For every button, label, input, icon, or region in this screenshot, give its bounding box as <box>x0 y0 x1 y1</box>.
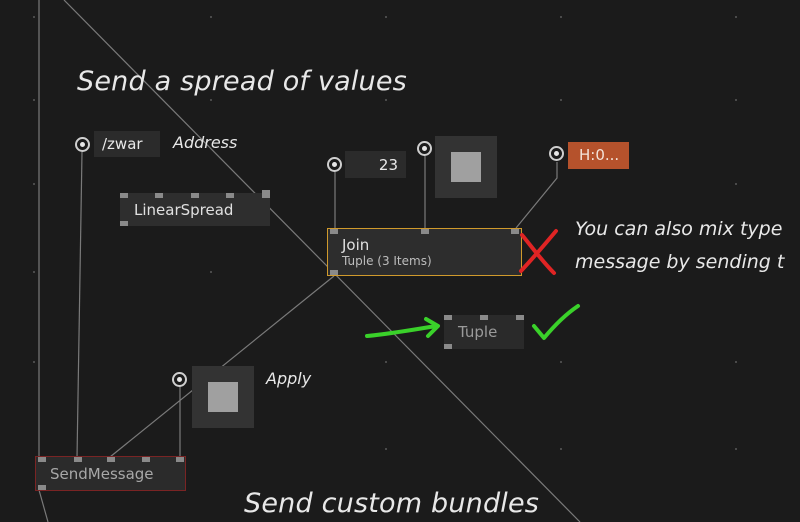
input-pin[interactable] <box>480 315 488 320</box>
grid-dot <box>210 271 212 273</box>
number-value: 23 <box>378 156 398 174</box>
input-pin[interactable] <box>262 190 270 198</box>
number-pin-knob[interactable] <box>327 157 342 172</box>
input-pin[interactable] <box>330 229 338 234</box>
wire-left-out <box>38 489 49 522</box>
green-arrow-icon <box>365 317 440 338</box>
grid-dot <box>385 16 387 18</box>
input-pin[interactable] <box>444 315 452 320</box>
apply-pin-knob[interactable] <box>172 372 187 387</box>
input-pin[interactable] <box>176 457 184 462</box>
toggle-square <box>451 152 481 182</box>
comment-apply: Apply <box>266 369 312 388</box>
input-pin[interactable] <box>511 229 519 234</box>
color-pin-knob[interactable] <box>549 146 564 161</box>
node-title: SendMessage <box>50 465 154 483</box>
grid-dot <box>385 99 387 101</box>
grid-dot <box>735 16 737 18</box>
grid-dot <box>735 448 737 450</box>
apply-toggle-iobox[interactable] <box>192 366 254 428</box>
address-value: /zwar <box>102 135 143 153</box>
comment-title-bundles: Send custom bundles <box>244 488 540 519</box>
grid-dot <box>735 361 737 363</box>
wire-color <box>515 162 558 229</box>
node-linear-spread[interactable]: LinearSpread <box>120 190 270 226</box>
input-pin[interactable] <box>191 193 199 198</box>
node-title: Join <box>342 236 370 254</box>
grid-dot <box>560 16 562 18</box>
color-iobox[interactable]: H:0... <box>568 142 629 169</box>
output-pin[interactable] <box>330 270 338 275</box>
comment-address: Address <box>173 133 238 152</box>
number-iobox[interactable]: 23 <box>345 151 406 178</box>
apply-toggle-square <box>208 382 238 412</box>
input-pin[interactable] <box>155 193 163 198</box>
output-pin[interactable] <box>120 221 128 226</box>
input-pin[interactable] <box>38 457 46 462</box>
node-send-message[interactable]: SendMessage <box>35 456 186 491</box>
wire-address <box>76 151 83 459</box>
comment-title-spread: Send a spread of values <box>77 66 407 97</box>
node-join[interactable]: Join Tuple (3 Items) <box>327 228 522 276</box>
input-pin[interactable] <box>120 193 128 198</box>
grid-dot <box>385 361 387 363</box>
address-pin-knob[interactable] <box>75 137 90 152</box>
color-value: H:0... <box>579 146 620 164</box>
input-pin[interactable] <box>142 457 150 462</box>
grid-dot <box>385 448 387 450</box>
grid-dot <box>210 16 212 18</box>
comment-mix-types-line2: message by sending t <box>575 251 785 273</box>
output-pin[interactable] <box>444 344 452 349</box>
grid-dot <box>33 16 35 18</box>
grid-dot <box>560 99 562 101</box>
red-x-icon <box>519 229 558 275</box>
input-pin[interactable] <box>74 457 82 462</box>
grid-dot <box>33 183 35 185</box>
node-title: LinearSpread <box>134 201 234 219</box>
node-tuple[interactable]: Tuple <box>444 315 524 349</box>
toggle-iobox[interactable] <box>435 136 497 198</box>
input-pin[interactable] <box>226 193 234 198</box>
comment-mix-types-line1: You can also mix type <box>575 218 783 240</box>
input-pin[interactable] <box>421 229 429 234</box>
node-subtitle: Tuple (3 Items) <box>342 254 432 268</box>
node-title: Tuple <box>458 323 498 341</box>
input-pin[interactable] <box>516 315 524 320</box>
grid-dot <box>735 99 737 101</box>
grid-dot <box>33 361 35 363</box>
wire-diagonal <box>63 0 581 522</box>
toggle-pin-knob[interactable] <box>417 141 432 156</box>
address-iobox[interactable]: /zwar <box>94 131 160 157</box>
grid-dot <box>735 183 737 185</box>
grid-dot <box>560 361 562 363</box>
grid-dot <box>560 448 562 450</box>
grid-dot <box>33 271 35 273</box>
green-check-icon <box>532 304 580 340</box>
grid-dot <box>210 99 212 101</box>
grid-dot <box>33 99 35 101</box>
input-pin[interactable] <box>107 457 115 462</box>
output-pin[interactable] <box>38 485 46 490</box>
